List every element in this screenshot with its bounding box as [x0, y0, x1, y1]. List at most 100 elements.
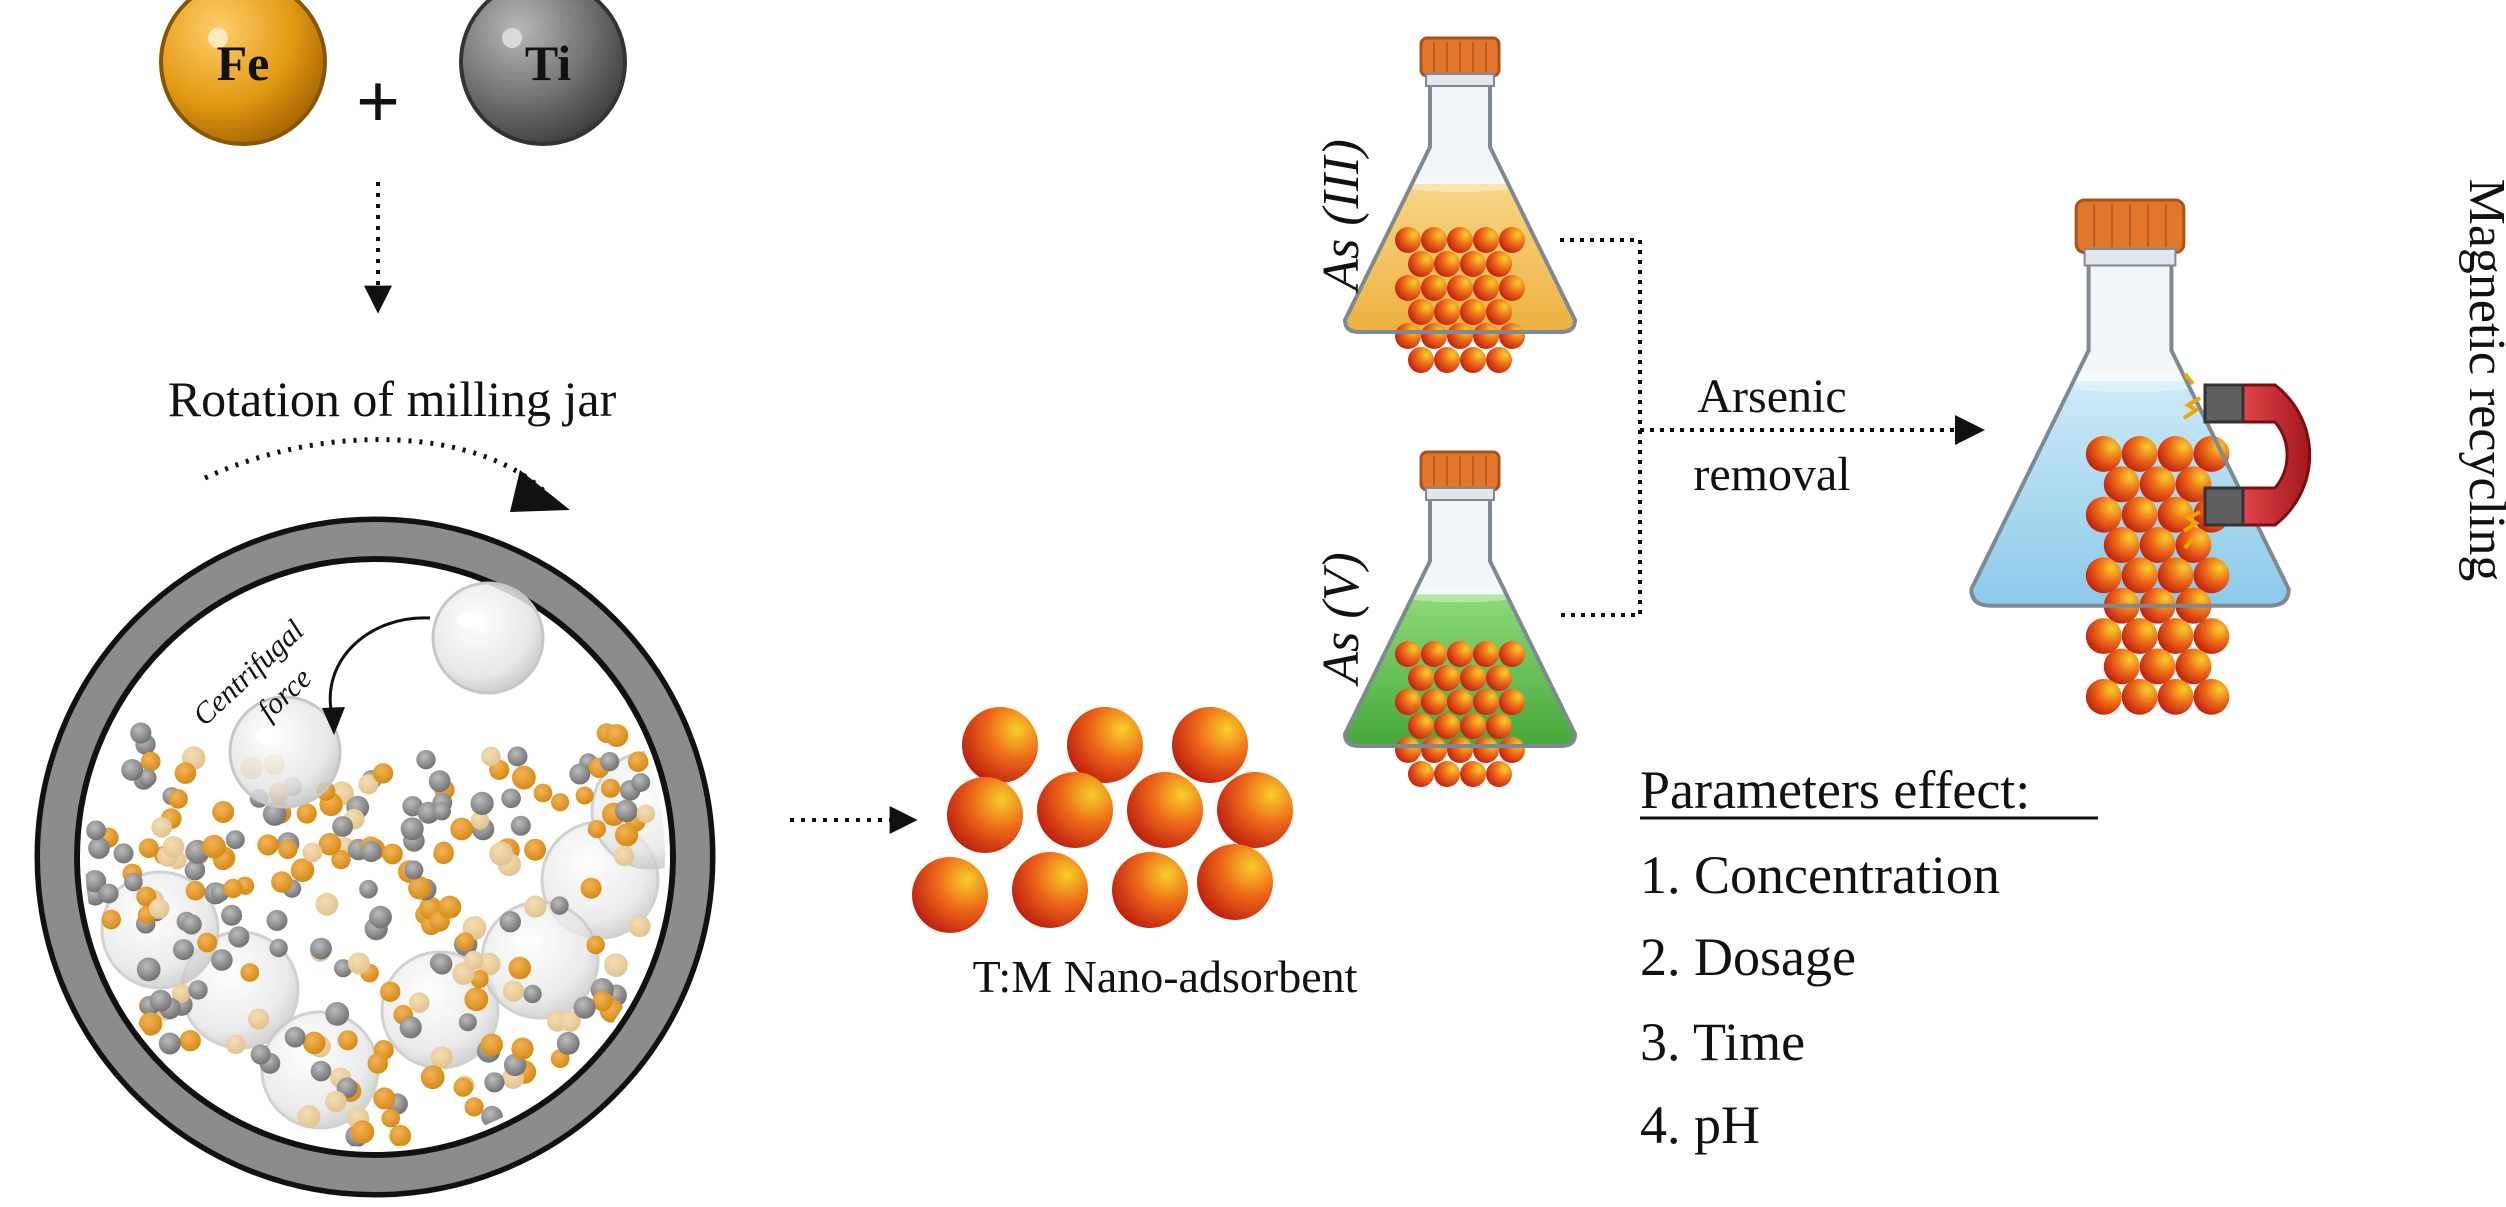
powder-particle — [484, 1072, 505, 1093]
powder-particle — [269, 938, 288, 958]
powder-particle — [225, 830, 245, 850]
nano-adsorbent-label: T:M Nano-adsorbent — [973, 951, 1358, 1002]
powder-particle — [85, 870, 107, 893]
powder-particle — [360, 840, 382, 863]
nanoparticle — [1460, 761, 1486, 787]
powder-particle — [615, 823, 639, 847]
powder-particle — [380, 981, 401, 1002]
powder-particle — [408, 876, 432, 900]
iron-ball: Fe — [159, 0, 327, 146]
powder-particle — [138, 768, 157, 787]
powder-particle — [556, 1031, 580, 1055]
powder-particle — [188, 980, 208, 1000]
grinding-ball — [100, 870, 220, 990]
powder-particle — [202, 834, 226, 859]
powder-particle — [433, 843, 454, 864]
nanoparticle — [1499, 689, 1525, 715]
nanoparticle — [2085, 618, 2122, 655]
powder-particle — [337, 1030, 358, 1051]
centrifugal-arrow — [328, 616, 431, 716]
nanoparticle — [2103, 527, 2140, 563]
nanoparticle — [1473, 275, 1499, 301]
powder-particle — [278, 839, 298, 860]
powder-particle — [138, 1012, 163, 1036]
powder-particle — [605, 724, 629, 747]
powder-particle — [124, 872, 143, 892]
powder-particle — [302, 842, 323, 863]
nanoparticle — [1067, 707, 1143, 783]
powder-particle — [399, 1016, 422, 1039]
powder-particle — [511, 1037, 534, 1060]
powder-particle — [296, 803, 317, 824]
flask-as-v — [1342, 450, 1578, 787]
nanoparticle — [2121, 678, 2158, 715]
powder-particle — [580, 877, 602, 899]
nanoparticle — [1434, 665, 1460, 691]
powder-particle — [348, 952, 370, 975]
powder-particle — [470, 970, 489, 989]
powder-particle — [631, 773, 651, 792]
powder-particle — [470, 791, 494, 816]
nanoparticle — [1172, 707, 1248, 783]
powder-particle — [499, 911, 521, 933]
powder-particle — [600, 752, 620, 772]
powder-particle — [113, 843, 134, 864]
powder-particle — [510, 815, 531, 836]
magnet-icon — [2182, 372, 2312, 550]
nanoparticle — [1499, 641, 1525, 667]
powder-particle — [257, 834, 279, 856]
powder-particle — [151, 816, 173, 838]
powder-particle — [636, 804, 656, 823]
nanoparticle — [2157, 557, 2194, 594]
powder-particle — [628, 915, 651, 938]
powder-particle — [148, 898, 170, 919]
powder-particle — [179, 1030, 201, 1052]
powder-particle — [331, 849, 351, 870]
nanoparticle — [1486, 251, 1512, 277]
rotation-arrow-arc — [203, 437, 547, 494]
nanoparticle — [1447, 227, 1473, 253]
powder-particle — [174, 762, 197, 784]
powder-particle — [382, 843, 403, 865]
nanoparticle — [962, 707, 1038, 783]
nanoparticle — [1460, 713, 1486, 739]
nanoparticle — [1395, 737, 1421, 763]
nanoparticle — [1217, 772, 1293, 848]
powder-particle — [533, 783, 553, 803]
powder-particle — [481, 746, 501, 767]
powder-particle — [524, 895, 547, 918]
nanoparticle — [1197, 844, 1273, 920]
powder-particle — [507, 746, 528, 767]
powder-particle — [420, 1065, 445, 1090]
nanoparticle — [1473, 641, 1499, 667]
as-v-label: As (V) — [1313, 552, 1370, 686]
nanoparticle — [1460, 347, 1486, 373]
nanoparticle — [1499, 275, 1525, 301]
nanoparticle — [1012, 852, 1088, 928]
powder-particle — [130, 722, 152, 744]
powder-particle — [334, 959, 353, 978]
parameter-item: 2. Dosage — [1640, 927, 1856, 987]
nanoparticle — [2193, 557, 2230, 594]
powder-particle — [367, 1053, 389, 1074]
nanoparticle — [1486, 665, 1512, 691]
powder-particle — [477, 952, 501, 976]
powder-particle — [284, 1026, 306, 1048]
powder-particle — [601, 778, 621, 798]
powder-particle — [615, 799, 638, 823]
nanoparticle — [2193, 618, 2230, 655]
powder-particle — [101, 909, 121, 930]
magnetic-recycling-label: Magnetic recycling — [2458, 179, 2506, 582]
powder-particle — [318, 832, 342, 856]
powder-particle — [613, 845, 635, 867]
powder-particle — [400, 817, 424, 841]
powder-particle — [302, 1031, 326, 1055]
powder-particle — [431, 953, 453, 975]
nanoparticle — [2121, 496, 2158, 533]
powder-particle — [136, 957, 161, 982]
nanoparticle — [1408, 713, 1434, 739]
as-v-label-wrap: As (V) — [1313, 552, 1370, 686]
powder-particle — [523, 984, 542, 1004]
titanium-ball: Ti — [459, 0, 627, 146]
powder-particle — [310, 1060, 332, 1082]
